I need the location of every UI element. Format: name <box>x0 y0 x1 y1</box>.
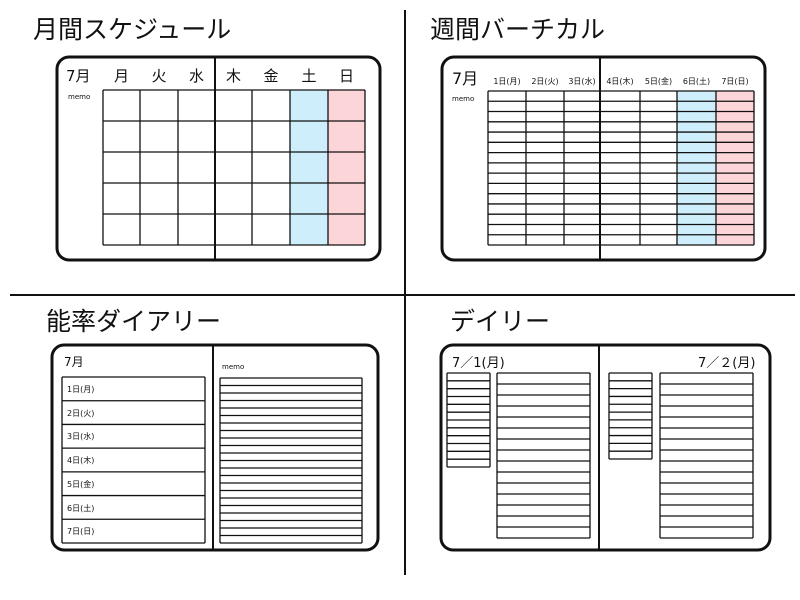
weekly-day-header: 3日(水) <box>568 77 596 86</box>
monthly-weekday-header: 金 <box>263 67 279 85</box>
monthly-memo: memo <box>68 93 91 101</box>
weekly-grid-fill <box>677 91 716 245</box>
weekly-day-header: 5日(金) <box>644 77 673 86</box>
weekly-title: 週間バーチカル <box>430 15 606 44</box>
weekly-memo: memo <box>452 95 475 103</box>
monthly-weekday-header: 日 <box>338 67 354 85</box>
efficiency-month: 7月 <box>64 355 84 369</box>
daily-notebook <box>439 343 772 552</box>
efficiency-day-row: 6日(土) <box>67 503 95 513</box>
daily-right-date: 7／２(月) <box>698 356 756 371</box>
monthly-weekday-header: 火 <box>151 67 167 85</box>
monthly-weekday-header: 水 <box>188 67 204 85</box>
weekly-day-header: 6日(土) <box>682 77 711 86</box>
weekly-day-header: 4日(木) <box>606 77 634 86</box>
weekly-day-header: 2日(火) <box>531 77 559 86</box>
efficiency-day-row: 3日(水) <box>67 432 95 442</box>
daily-title: デイリー <box>450 307 551 336</box>
monthly-month: 7月 <box>66 67 91 85</box>
weekly-month: 7月 <box>452 69 479 88</box>
efficiency-day-row: 5日(金) <box>67 479 95 489</box>
efficiency-title: 能率ダイアリー <box>46 307 222 336</box>
weekly-day-header: 1日(月) <box>493 77 521 86</box>
monthly-weekday-header: 木 <box>225 67 241 85</box>
monthly-weekday-header: 月 <box>113 67 129 85</box>
monthly-grid-fill <box>290 90 328 245</box>
weekly-grid-fill <box>716 91 754 245</box>
efficiency-day-row: 7日(日) <box>67 527 95 537</box>
daily-left-date: 7／1(月) <box>452 356 505 371</box>
efficiency-memo: memo <box>222 363 245 371</box>
weekly-day-header: 7日(日) <box>721 77 749 86</box>
monthly-title: 月間スケジュール <box>33 15 232 44</box>
efficiency-notebook <box>50 343 380 552</box>
monthly-weekday-header: 土 <box>301 67 317 85</box>
efficiency-day-row: 2日(火) <box>67 408 95 418</box>
monthly-grid-fill <box>328 90 365 245</box>
efficiency-day-row: 1日(月) <box>67 385 95 394</box>
efficiency-day-row: 4日(木) <box>67 456 95 466</box>
